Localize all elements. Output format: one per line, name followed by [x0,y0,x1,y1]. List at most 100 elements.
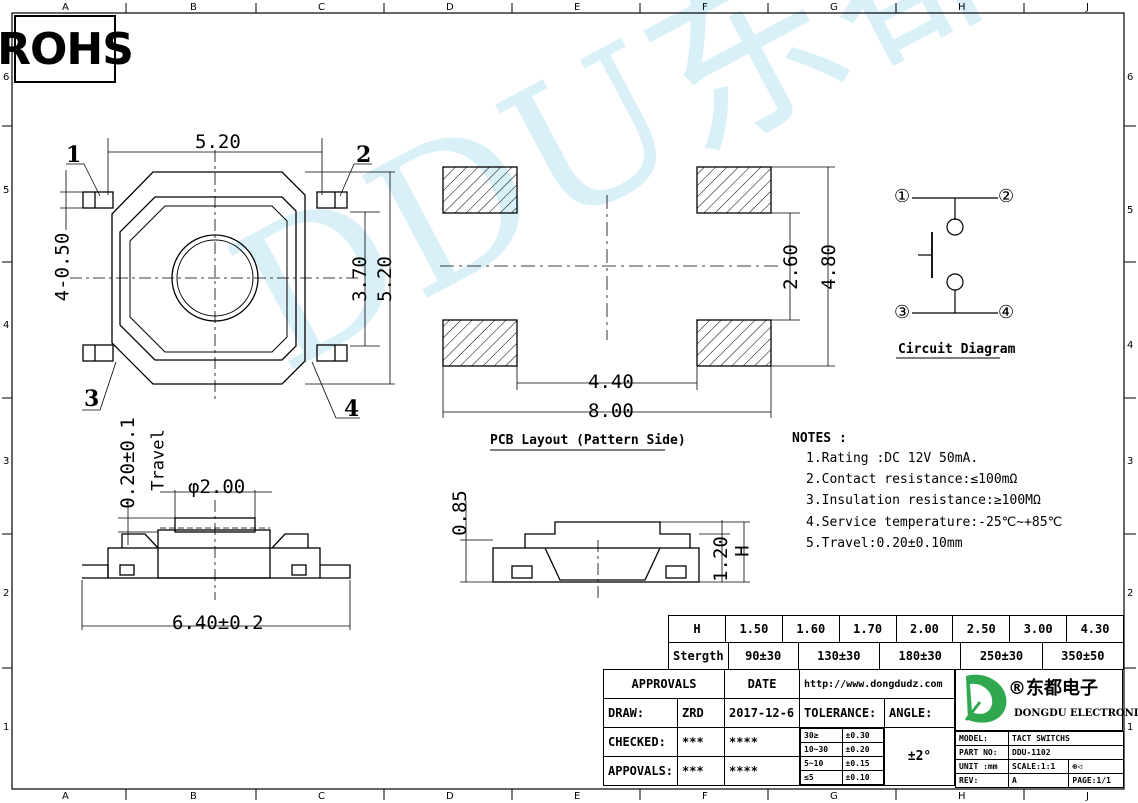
pcb-caption: PCB Layout (Pattern Side) [490,433,686,448]
table-cell: 2.50 [952,615,1011,643]
tol-range: 5~10 [800,756,843,771]
draw-label: DRAW: [602,698,679,728]
grid-label: C [318,791,325,802]
table-cell: 350±50 [1041,642,1125,670]
table-cell: 3.00 [1009,615,1068,643]
table-row: H 1.50 1.60 1.70 2.00 2.50 3.00 4.30 [668,615,1124,643]
table-cell: 90±30 [727,642,799,670]
table-cell: 1.70 [838,615,897,643]
unit-label: UNIT :mm [955,759,1009,774]
dim-pad-outer: 4.80 [817,244,840,290]
projection-icon: ⊕◁ [1068,759,1124,774]
company-name-en: DONGDU ELECTRONICS [1014,708,1138,719]
model-info-table: MODEL:TACT SWITCHS PART NO:DDU-1102 UNIT… [955,731,1124,788]
draw-date: 2017-12-6 [724,698,801,728]
pin-label-4: 4 [344,396,360,422]
circuit-caption: Circuit Diagram [898,342,1016,357]
grid-label: 1 [1127,722,1134,733]
title-block: APPROVALS DATE http://www.dongdudz.com D… [602,669,955,786]
approvals-header: APPROVALS [602,669,726,699]
grid-label: A [62,2,69,13]
table-cell: 4.30 [1066,615,1124,643]
dim-height-085: 0.85 [448,490,471,536]
grid-label: G [830,2,838,13]
tolerance-table: 30≥±0.30 10~30±0.20 5~10±0.15 ≤5±0.10 [800,728,885,785]
grid-label: C [318,2,325,13]
pin-label-2: 2 [356,142,372,168]
table-cell: 1.60 [781,615,840,643]
dim-diameter: φ2.00 [188,476,246,498]
company-name-cn: ®东都电子 [1008,678,1098,699]
part-value: DDU-1102 [1008,745,1124,760]
table-row: 5~10±0.15 [800,756,885,771]
table-row: 10~30±0.20 [800,742,885,757]
draw-name: ZRD [677,698,726,728]
grid-label: E [574,2,581,13]
tol-range: ≤5 [800,770,843,785]
dim-width-top: 5.20 [195,131,241,153]
dim-body-width: 6.40±0.2 [172,612,264,634]
note-item: 5.Travel:0.20±0.10mm [806,535,963,551]
table-row: APPROVALS DATE http://www.dongdudz.com [602,669,955,699]
table-row: PART NO:DDU-1102 [955,745,1124,760]
tol-value: ±0.20 [841,742,885,757]
grid-label: 2 [3,588,10,599]
note-item: 4.Service temperature:-25℃~+85℃ [806,514,1063,530]
appovals-name: *** [677,756,726,786]
dim-pin-pitch: 4-0.50 [51,232,74,302]
table-row: Stergth 90±30 130±30 180±30 250±30 350±5… [668,642,1125,670]
notes-block: NOTES : 1.Rating :DC 12V 50mA. 2.Contact… [792,430,1062,554]
table-row: ≤5±0.10 [800,770,885,785]
grid-label: H [958,791,966,802]
grid-label: 4 [3,320,10,331]
table-cell: Stergth [668,642,729,670]
grid-label: 5 [3,185,10,196]
pin-label-3: 3 [84,386,100,412]
dim-height-120: 1.20 [709,536,732,582]
tol-value: ±0.10 [841,770,885,785]
grid-label: J [1086,2,1089,13]
tol-range: 30≥ [800,728,843,743]
grid-label: 1 [3,722,10,733]
table-row: MODEL:TACT SWITCHS [955,731,1124,746]
grid-label: D [446,2,454,13]
grid-label: J [1086,791,1089,802]
part-label: PART NO: [955,745,1009,760]
rev-value: A [1007,773,1070,788]
circuit-pin-3: ③ [894,302,911,323]
grid-label: 6 [1127,72,1134,83]
tol-value: ±0.30 [841,728,885,743]
dim-pad-inner: 2.60 [779,244,802,290]
appovals-label: APPOVALS: [602,756,679,786]
grid-label: 6 [3,72,10,83]
dim-pad-span-inner: 4.40 [588,371,634,393]
model-value: TACT SWITCHS [1008,731,1124,746]
grid-label: 4 [1127,340,1134,351]
grid-label: 5 [1127,205,1134,216]
grid-label: H [958,2,966,13]
tol-value: ±0.15 [841,756,885,771]
logo-leaf [964,674,1007,723]
checked-label: CHECKED: [602,727,679,757]
circuit-pin-1: ① [894,186,911,207]
checked-name: *** [677,727,726,757]
note-item: 1.Rating :DC 12V 50mA. [806,451,979,466]
grid-label: 2 [1127,588,1134,599]
table-cell: H [668,615,726,643]
appovals-date: **** [724,756,801,786]
circuit-pin-2: ② [998,186,1015,207]
dim-travel: 0.20±0.1 [116,417,139,509]
grid-label: B [190,2,197,13]
dim-inner: 3.70 [348,256,371,302]
page-label: PAGE:1/1 [1068,773,1124,788]
grid-label: D [446,791,454,802]
table-cell: 180±30 [878,642,962,670]
grid-label: F [702,2,708,13]
grid-label: 3 [1127,456,1134,467]
website: http://www.dongdudz.com [799,669,955,699]
scale-label: SCALE:1:1 [1007,759,1070,774]
dim-height-right: 5.20 [373,256,396,302]
table-row: 30≥±0.30 [800,728,885,743]
